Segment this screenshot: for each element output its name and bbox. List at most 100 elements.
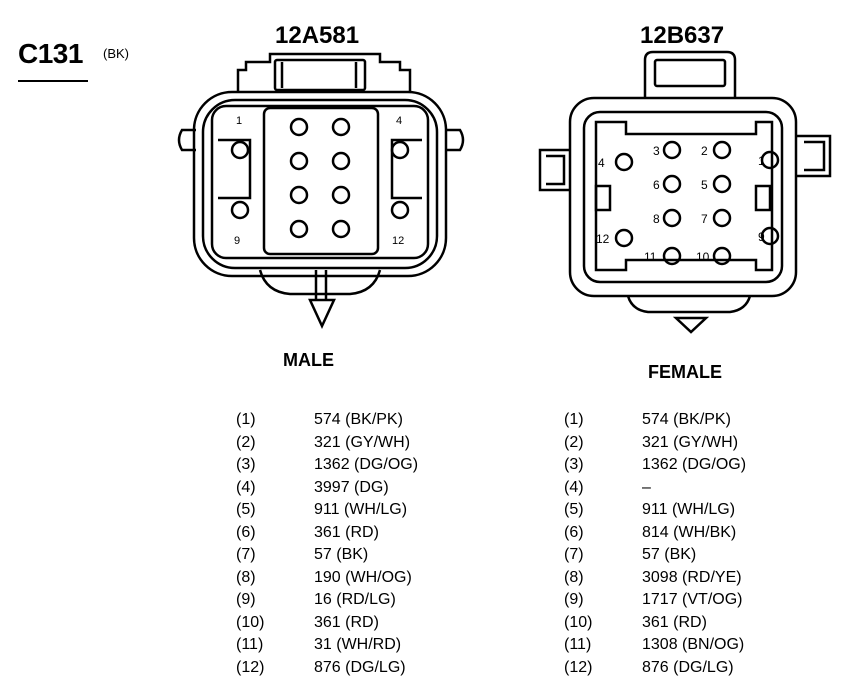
- pin-number: (7): [236, 546, 256, 563]
- circuit-value: 1717 (VT/OG): [642, 591, 743, 608]
- male-pin-row: (3) 1362 (DG/OG): [236, 454, 418, 477]
- male-pin-row: (10) 361 (RD): [236, 612, 418, 635]
- male-cavity-label: 4: [396, 115, 402, 127]
- male-pin-row: (6) 361 (RD): [236, 522, 418, 545]
- male-pin-row: (5) 911 (WH/LG): [236, 499, 418, 522]
- male-connector-drawing: [177, 52, 465, 329]
- male-pin-row: (4) 3997 (DG): [236, 477, 418, 500]
- female-cavity-label: 4: [598, 156, 605, 170]
- male-cavity-label: 9: [234, 235, 240, 247]
- female-cavity-label: 12: [596, 232, 610, 246]
- circuit-value: 3997 (DG): [314, 478, 389, 496]
- pin-number: (9): [564, 591, 584, 608]
- female-pin-row: (11) 1308 (BN/OG): [564, 634, 746, 657]
- female-cavity-labels: 1 2 3 4 5 6 7 8 9 10 11 12: [596, 144, 765, 264]
- circuit-value: 876 (DG/LG): [642, 658, 734, 676]
- pin-number: (9): [236, 591, 256, 608]
- pin-number: (5): [564, 501, 584, 518]
- circuit-value: 1308 (BN/OG): [642, 636, 745, 653]
- circuit-value: 57 (BK): [642, 546, 697, 563]
- female-pin-table: (1) 574 (BK/PK) (2) 321 (GY/WH) (3) 1362 (DG/…: [564, 409, 746, 679]
- female-part-number: 12B637: [640, 22, 725, 49]
- pin-number: (1): [564, 411, 584, 428]
- female-pins: [614, 140, 780, 266]
- female-connector-drawing: [538, 50, 832, 334]
- circuit-value: 3098 (RD/YE): [642, 568, 742, 586]
- male-pin-row: (12) 876 (DG/LG): [236, 657, 418, 680]
- pin-number: (3): [564, 456, 584, 473]
- female-pin-row: (9) 1717 (VT/OG): [564, 589, 746, 612]
- female-cavity-label: 5: [701, 178, 708, 192]
- circuit-value: 361 (RD): [314, 613, 379, 631]
- female-pin-row: (5) 911 (WH/LG): [564, 499, 746, 522]
- circuit-value: 574 (BK/PK): [642, 411, 731, 428]
- pin-number: (11): [236, 636, 264, 653]
- pin-number: (12): [236, 658, 265, 676]
- male-cavity-label: 1: [236, 115, 242, 127]
- female-pin-row: (10) 361 (RD): [564, 612, 746, 635]
- pin-number: (6): [236, 523, 256, 541]
- pin-number: (2): [236, 433, 256, 451]
- female-cavity-label: 11: [644, 250, 657, 264]
- pin-number: (11): [564, 636, 592, 653]
- male-pin-row: (11) 31 (WH/RD): [236, 634, 418, 657]
- pin-number: (10): [564, 613, 593, 631]
- connector-color: (BK): [103, 46, 129, 61]
- female-pin-row: (6) 814 (WH/BK): [564, 522, 746, 545]
- female-pin-row: (12) 876 (DG/LG): [564, 657, 746, 680]
- pin-number: (10): [236, 613, 265, 631]
- pin-number: (8): [236, 568, 256, 586]
- pin-number: (3): [236, 456, 256, 473]
- female-pin-row: (3) 1362 (DG/OG): [564, 454, 746, 477]
- circuit-value: 1362 (DG/OG): [642, 456, 747, 473]
- circuit-value: 16 (RD/LG): [314, 591, 396, 608]
- pin-number: (4): [564, 478, 584, 496]
- male-cavity-labels: 1 4 9 12: [234, 115, 404, 247]
- male-part-number: 12A581: [275, 22, 360, 49]
- pin-number: (4): [236, 478, 256, 496]
- female-pin-row: (1) 574 (BK/PK): [564, 409, 746, 432]
- circuit-value: 361 (RD): [642, 613, 707, 631]
- pin-number: (1): [236, 411, 256, 428]
- circuit-value: 911 (WH/LG): [642, 501, 736, 518]
- circuit-value: 1362 (DG/OG): [314, 456, 419, 473]
- female-cavity-label: 10: [696, 250, 710, 264]
- female-pin-row: (8) 3098 (RD/YE): [564, 567, 746, 590]
- female-cavity-label: 6: [653, 178, 660, 192]
- female-cavity-label: 9: [758, 230, 765, 244]
- male-pin-row: (7) 57 (BK): [236, 544, 418, 567]
- male-pin-row: (1) 574 (BK/PK): [236, 409, 418, 432]
- circuit-value: 31 (WH/RD): [314, 636, 402, 653]
- female-cavity-label: 2: [701, 144, 708, 158]
- male-cavity-label: 12: [392, 235, 404, 247]
- male-pin-table: (1) 574 (BK/PK) (2) 321 (GY/WH) (3) 1362 (DG/…: [236, 409, 418, 679]
- pin-number: (8): [564, 568, 584, 586]
- circuit-value: 57 (BK): [314, 546, 369, 563]
- title-underline: [18, 80, 88, 82]
- circuit-value: 814 (WH/BK): [642, 523, 737, 541]
- pin-number: (6): [564, 523, 584, 541]
- female-label: FEMALE: [648, 362, 722, 382]
- circuit-value: 876 (DG/LG): [314, 658, 406, 676]
- pin-number: (2): [564, 433, 584, 451]
- circuit-value: –: [642, 478, 651, 496]
- female-cavity-label: 8: [653, 212, 660, 226]
- circuit-value: 321 (GY/WH): [314, 433, 411, 451]
- circuit-value: 911 (WH/LG): [314, 501, 408, 518]
- pin-number: (5): [236, 501, 256, 518]
- female-cavity-label: 3: [653, 144, 660, 158]
- male-label: MALE: [283, 350, 334, 370]
- female-cavity-label: 7: [701, 212, 708, 226]
- circuit-value: 321 (GY/WH): [642, 433, 739, 451]
- pin-number: (12): [564, 658, 593, 676]
- circuit-value: 574 (BK/PK): [314, 411, 403, 428]
- male-pins: [230, 117, 410, 239]
- female-pin-row: (7)57 (BK): [564, 544, 746, 567]
- male-pin-row: (9) 16 (RD/LG): [236, 589, 418, 612]
- female-pin-row: (4) –: [564, 477, 746, 500]
- circuit-value: 190 (WH/OG): [314, 568, 412, 586]
- female-pin-row: (2) 321 (GY/WH): [564, 432, 746, 455]
- circuit-value: 361 (RD): [314, 523, 379, 541]
- connector-id: C131: [18, 38, 83, 69]
